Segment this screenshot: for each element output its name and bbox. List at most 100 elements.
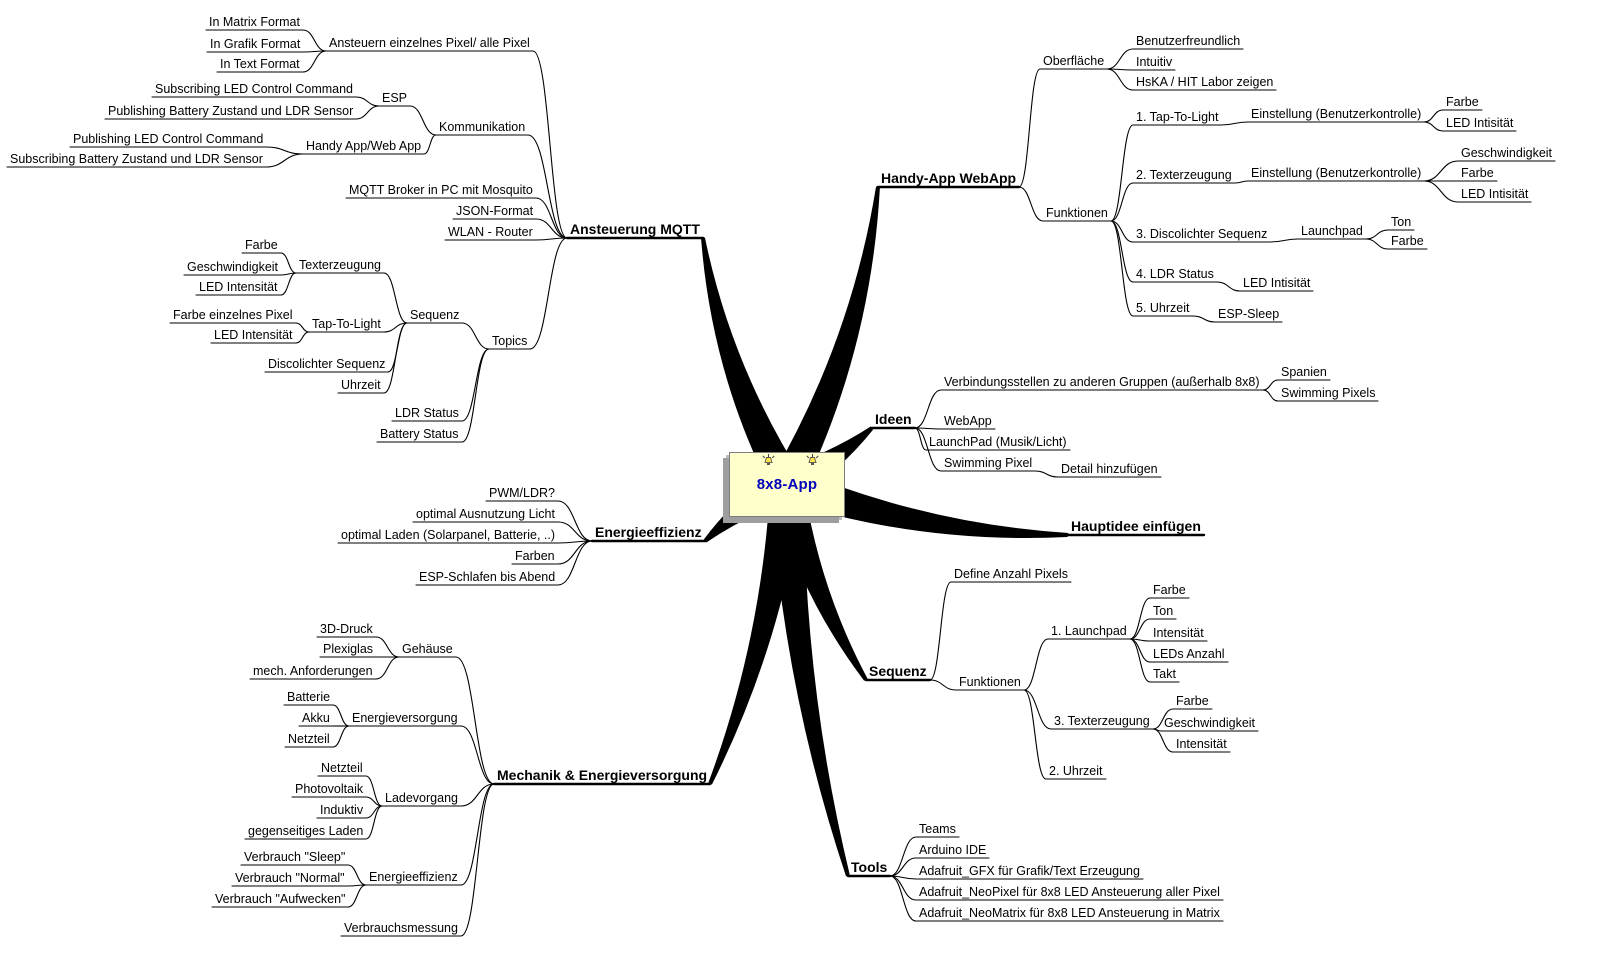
node-hf-disco-launch[interactable]: Launchpad — [1301, 224, 1363, 238]
node-sf-launch-leds[interactable]: LEDs Anzahl — [1153, 647, 1225, 661]
node-hf-text-einst-gesch[interactable]: Geschwindigkeit — [1461, 146, 1553, 160]
node-mech-messung[interactable]: Verbrauchsmessung — [344, 921, 458, 935]
node-hf-ldr-led[interactable]: LED Intisität — [1243, 276, 1311, 290]
node-mech-vers-netzteil[interactable]: Netzteil — [288, 732, 330, 746]
node-mech-eff-normal[interactable]: Verbrauch "Normal" — [235, 871, 345, 885]
node-energie-esp[interactable]: ESP-Schlafen bis Abend — [419, 570, 556, 584]
node-handy[interactable]: Handy-App WebApp — [881, 170, 1017, 186]
node-top-seq[interactable]: Sequenz — [410, 308, 460, 322]
node-ideen-swim-detail[interactable]: Detail hinzufügen — [1061, 462, 1158, 476]
root-node[interactable]: 8x8-App — [729, 452, 845, 517]
node-ideen-swim[interactable]: Swimming Pixel — [944, 456, 1033, 470]
node-ideen-verb-spanien[interactable]: Spanien — [1281, 365, 1327, 379]
node-ideen-webapp[interactable]: WebApp — [944, 414, 992, 428]
node-haupt[interactable]: Hauptidee einfügen — [1071, 518, 1201, 534]
node-sf-launch-int[interactable]: Intensität — [1153, 626, 1204, 640]
node-mech[interactable]: Mechanik & Energieversorgung — [497, 767, 708, 783]
node-sf-launch-takt[interactable]: Takt — [1153, 667, 1176, 681]
node-handy-ober-benutzer[interactable]: Benutzerfreundlich — [1136, 34, 1241, 48]
node-sf-text[interactable]: 3. Texterzeugung — [1054, 714, 1150, 728]
node-top-seq-tap-farbe[interactable]: Farbe einzelnes Pixel — [173, 308, 293, 322]
node-sf-launch[interactable]: 1. Launchpad — [1051, 624, 1127, 638]
node-mech-geh-plexi[interactable]: Plexiglas — [323, 642, 374, 656]
node-top-seq-uhr[interactable]: Uhrzeit — [341, 378, 381, 392]
node-hf-uhr[interactable]: 5. Uhrzeit — [1136, 301, 1190, 315]
node-mech-lade-induktiv[interactable]: Induktiv — [320, 803, 364, 817]
node-handy-ober-intuitiv[interactable]: Intuitiv — [1136, 55, 1173, 69]
node-hf-text-einst-led[interactable]: LED Intisität — [1461, 187, 1529, 201]
node-top-seq-tap-led[interactable]: LED Intensität — [214, 328, 293, 342]
node-mech-lade[interactable]: Ladevorgang — [385, 791, 458, 805]
node-hf-text-einst[interactable]: Einstellung (Benutzerkontrolle) — [1251, 166, 1422, 180]
node-hf-tap-einst[interactable]: Einstellung (Benutzerkontrolle) — [1251, 107, 1422, 121]
node-top-seq-tap[interactable]: Tap-To-Light — [312, 317, 381, 331]
node-ideen[interactable]: Ideen — [875, 411, 912, 427]
node-mech-lade-gegens[interactable]: gegenseitiges Laden — [248, 824, 364, 838]
node-sf-launch-ton[interactable]: Ton — [1153, 604, 1174, 618]
node-handy-funk[interactable]: Funktionen — [1046, 206, 1108, 220]
node-handy-ober-hska[interactable]: HsKA / HIT Labor zeigen — [1136, 75, 1274, 89]
node-hf-disco-farbe[interactable]: Farbe — [1391, 234, 1424, 248]
node-top-seq-disco[interactable]: Discolichter Sequenz — [268, 357, 386, 371]
node-ideen-verb[interactable]: Verbindungsstellen zu anderen Gruppen (a… — [944, 375, 1260, 389]
node-hf-uhr-esp[interactable]: ESP-Sleep — [1218, 307, 1280, 321]
node-seq-define[interactable]: Define Anzahl Pixels — [954, 567, 1068, 581]
node-mech-vers-akku[interactable]: Akku — [302, 711, 330, 725]
node-hf-disco-ton[interactable]: Ton — [1391, 215, 1412, 229]
node-tools-arduino[interactable]: Arduino IDE — [919, 843, 987, 857]
node-mech-eff-sleep[interactable]: Verbrauch "Sleep" — [244, 850, 346, 864]
node-ideen-verb-swim[interactable]: Swimming Pixels — [1281, 386, 1376, 400]
node-top-seq-text-farbe[interactable]: Farbe — [245, 238, 278, 252]
node-sf-text-farbe[interactable]: Farbe — [1176, 694, 1209, 708]
node-mqtt-json[interactable]: JSON-Format — [456, 204, 534, 218]
node-mech-versorgung[interactable]: Energieversorgung — [352, 711, 458, 725]
node-mqtt-komm-handy-pub[interactable]: Publishing LED Control Command — [73, 132, 264, 146]
node-top-seq-text-led[interactable]: LED Intensität — [199, 280, 278, 294]
node-mech-geh-3d[interactable]: 3D-Druck — [320, 622, 373, 636]
node-sf-text-gesch[interactable]: Geschwindigkeit — [1164, 716, 1256, 730]
node-mech-effizienz[interactable]: Energieeffizienz — [369, 870, 458, 884]
node-top-ldr[interactable]: LDR Status — [395, 406, 459, 420]
node-mqtt-topics[interactable]: Topics — [492, 334, 528, 348]
node-tools-teams[interactable]: Teams — [919, 822, 956, 836]
node-mqtt-komm-handy-sub[interactable]: Subscribing Battery Zustand und LDR Sens… — [10, 152, 263, 166]
node-mqtt-komm[interactable]: Kommunikation — [439, 120, 526, 134]
node-mech-vers-batterie[interactable]: Batterie — [287, 690, 331, 704]
node-hf-tap[interactable]: 1. Tap-To-Light — [1136, 110, 1219, 124]
node-top-batt[interactable]: Battery Status — [380, 427, 459, 441]
node-mqtt-wlan[interactable]: WLAN - Router — [448, 225, 533, 239]
node-mqtt-pixel-grafik[interactable]: In Grafik Format — [210, 37, 301, 51]
node-energie-pwm[interactable]: PWM/LDR? — [489, 486, 555, 500]
node-tools-neomatrix[interactable]: Adafruit_NeoMatrix für 8x8 LED Ansteueru… — [919, 906, 1220, 920]
node-mqtt-pixel[interactable]: Ansteuern einzelnes Pixel/ alle Pixel — [329, 36, 530, 50]
node-mqtt[interactable]: Ansteuerung MQTT — [570, 221, 700, 237]
node-mqtt-pixel-matrix[interactable]: In Matrix Format — [209, 15, 300, 29]
node-mqtt-komm-handy[interactable]: Handy App/Web App — [306, 139, 422, 153]
node-mqtt-komm-esp-sub[interactable]: Subscribing LED Control Command — [155, 82, 354, 96]
node-mech-geh-anford[interactable]: mech. Anforderungen — [253, 664, 373, 678]
node-sf-launch-farbe[interactable]: Farbe — [1153, 583, 1186, 597]
node-hf-tap-einst-farbe[interactable]: Farbe — [1446, 95, 1479, 109]
node-mqtt-komm-esp-pub[interactable]: Publishing Battery Zustand und LDR Senso… — [108, 104, 354, 118]
node-energie-farben[interactable]: Farben — [515, 549, 555, 563]
node-handy-ober[interactable]: Oberfläche — [1043, 54, 1105, 68]
node-top-seq-text[interactable]: Texterzeugung — [299, 258, 382, 272]
node-sf-text-int[interactable]: Intensität — [1176, 737, 1227, 751]
node-mqtt-komm-esp[interactable]: ESP — [382, 91, 408, 105]
node-hf-disco[interactable]: 3. Discolichter Sequenz — [1136, 227, 1268, 241]
node-mech-lade-photo[interactable]: Photovoltaik — [295, 782, 364, 796]
node-hf-text-einst-farbe[interactable]: Farbe — [1461, 166, 1494, 180]
node-seq[interactable]: Sequenz — [869, 663, 927, 679]
node-mech-gehaeuse[interactable]: Gehäuse — [402, 642, 453, 656]
node-energie-laden[interactable]: optimal Laden (Solarpanel, Batterie, ..) — [341, 528, 556, 542]
node-energie[interactable]: Energieeffizienz — [595, 524, 702, 540]
node-mech-eff-aufw[interactable]: Verbrauch "Aufwecken" — [215, 892, 346, 906]
node-ideen-launch[interactable]: LaunchPad (Musik/Licht) — [929, 435, 1067, 449]
node-mqtt-broker[interactable]: MQTT Broker in PC mit Mosquito — [349, 183, 533, 197]
node-tools-neopixel[interactable]: Adafruit_NeoPixel für 8x8 LED Ansteuerun… — [919, 885, 1220, 899]
node-seq-funk[interactable]: Funktionen — [959, 675, 1021, 689]
node-tools-gfx[interactable]: Adafruit_GFX für Grafik/Text Erzeugung — [919, 864, 1140, 878]
node-energie-licht[interactable]: optimal Ausnutzung Licht — [416, 507, 555, 521]
node-mqtt-pixel-text[interactable]: In Text Format — [220, 57, 300, 71]
node-tools[interactable]: Tools — [851, 859, 888, 875]
